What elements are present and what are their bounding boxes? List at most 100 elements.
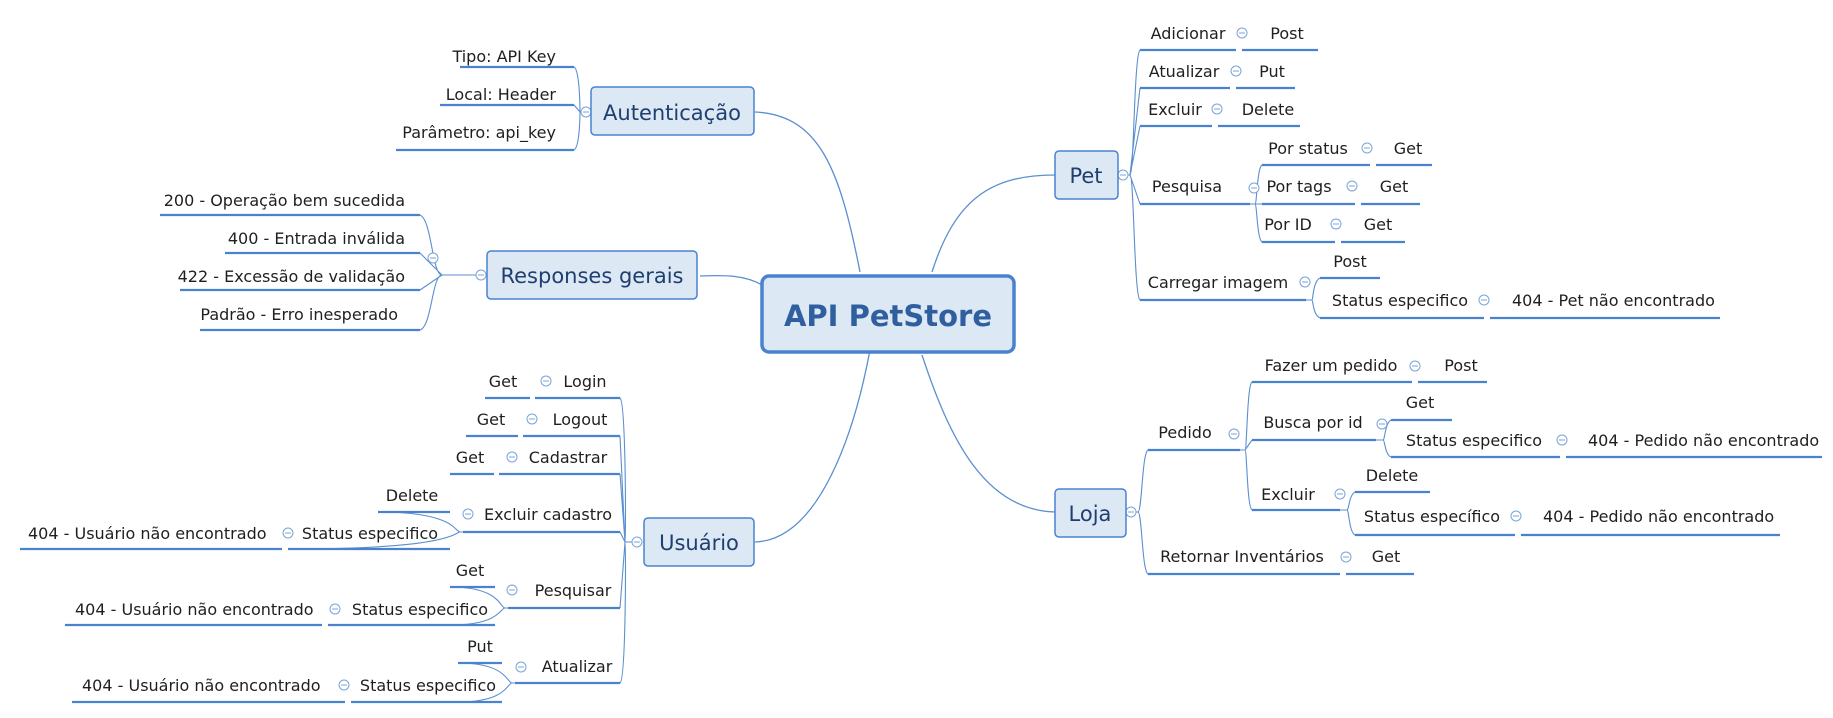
usuario-cadastrar-method: Get: [456, 448, 485, 467]
usuario-atualizar-status-label: Status especifico: [360, 676, 496, 695]
node-loja-label: Loja: [1069, 502, 1112, 526]
loja-busca-status-value: 404 - Pedido não encontrado: [1588, 431, 1819, 450]
loja-excluir-method: Delete: [1366, 466, 1419, 485]
pet-pesquisa-tags-label: Por tags: [1266, 177, 1331, 196]
pet-adicionar-method: Post: [1270, 24, 1303, 43]
collapse-icon[interactable]: [1346, 180, 1358, 192]
branch-loja: [921, 354, 1056, 513]
usuario-atualizar-status-value: 404 - Usuário não encontrado: [82, 676, 321, 695]
central-title: API PetStore: [784, 299, 992, 333]
loja-busca-status-label: Status especifico: [1406, 431, 1542, 450]
collapse-icon[interactable]: [1334, 488, 1346, 500]
branch-responses: [699, 274, 763, 286]
collapse-icon[interactable]: [506, 451, 518, 463]
collapse-icon[interactable]: [506, 584, 518, 596]
response-item-400: 400 - Entrada inválida: [228, 229, 405, 248]
loja-fazer-method: Post: [1444, 356, 1477, 375]
collapse-icon[interactable]: [462, 508, 474, 520]
usuario-pesquisar-method: Get: [456, 561, 485, 580]
node-pet-label: Pet: [1069, 164, 1102, 188]
collapse-icon[interactable]: [1299, 276, 1311, 288]
pet-pesquisa-label: Pesquisa: [1152, 177, 1222, 196]
collapse-icon[interactable]: [1117, 169, 1129, 181]
node-autenticacao[interactable]: Autenticação: [590, 86, 755, 136]
collapse-icon[interactable]: [1211, 103, 1223, 115]
response-item-200: 200 - Operação bem sucedida: [164, 191, 405, 210]
collapse-icon[interactable]: [580, 106, 592, 118]
usuario-pesquisar-status-label: Status especifico: [352, 600, 488, 619]
loja-excluir-label: Excluir: [1261, 485, 1315, 504]
collapse-icon[interactable]: [1248, 182, 1260, 194]
node-loja[interactable]: Loja: [1054, 488, 1127, 538]
pet-pesquisa-id-method: Get: [1364, 215, 1393, 234]
loja-busca-method: Get: [1406, 393, 1435, 412]
autenticacao-branch: Tipo: API Key Local: Header Parâmetro: a…: [396, 47, 755, 152]
collapse-icon[interactable]: [1125, 506, 1137, 518]
collapse-icon[interactable]: [1376, 418, 1388, 430]
autenticacao-item-tipo: Tipo: API Key: [451, 47, 556, 66]
collapse-icon[interactable]: [1409, 360, 1421, 372]
pet-carregar-status-label: Status especifico: [1332, 291, 1468, 310]
collapse-icon[interactable]: [1228, 428, 1240, 440]
collapse-icon[interactable]: [1361, 142, 1373, 154]
collapse-icon[interactable]: [1556, 434, 1568, 446]
pet-carregar-status-value: 404 - Pet não encontrado: [1512, 291, 1715, 310]
usuario-pesquisar-status-value: 404 - Usuário não encontrado: [75, 600, 314, 619]
loja-branch: Loja Pedido Fazer um pedido Post Busca p…: [1054, 356, 1822, 576]
usuario-logout-method: Get: [477, 410, 506, 429]
collapse-icon[interactable]: [631, 536, 643, 548]
loja-fazer-label: Fazer um pedido: [1265, 356, 1398, 375]
collapse-icon[interactable]: [1340, 551, 1352, 563]
pet-excluir-label: Excluir: [1148, 100, 1202, 119]
loja-inventarios-method: Get: [1372, 547, 1401, 566]
pet-branch: Pet Adicionar Post Atualizar Put Excluir…: [1054, 24, 1720, 320]
node-pet[interactable]: Pet: [1054, 150, 1119, 200]
usuario-excluir-method: Delete: [386, 486, 439, 505]
pet-pesquisa-status-label: Por status: [1268, 139, 1348, 158]
autenticacao-item-local: Local: Header: [446, 85, 557, 104]
collapse-icon[interactable]: [1510, 510, 1522, 522]
collapse-icon[interactable]: [526, 413, 538, 425]
collapse-icon[interactable]: [282, 527, 294, 539]
pet-atualizar-label: Atualizar: [1149, 62, 1220, 81]
pet-pesquisa-status-method: Get: [1394, 139, 1423, 158]
pet-excluir-method: Delete: [1242, 100, 1295, 119]
responses-branch: 200 - Operação bem sucedida 400 - Entrad…: [160, 191, 698, 332]
usuario-pesquisar-label: Pesquisar: [535, 581, 612, 600]
collapse-icon[interactable]: [515, 661, 527, 673]
collapse-icon[interactable]: [540, 375, 552, 387]
collapse-icon[interactable]: [1330, 218, 1342, 230]
collapse-icon[interactable]: [338, 679, 350, 691]
usuario-excluir-label: Excluir cadastro: [484, 505, 612, 524]
collapse-icon[interactable]: [1478, 294, 1490, 306]
node-responses-label: Responses gerais: [500, 264, 683, 288]
response-item-padrao: Padrão - Erro inesperado: [200, 305, 398, 324]
usuario-logout-label: Logout: [553, 410, 608, 429]
usuario-atualizar-method: Put: [467, 637, 493, 656]
node-usuario[interactable]: Usuário: [643, 517, 755, 567]
collapse-icon[interactable]: [1236, 27, 1248, 39]
usuario-cadastrar-label: Cadastrar: [529, 448, 608, 467]
responses-connector: [419, 214, 487, 331]
collapse-icon[interactable]: [427, 252, 439, 264]
pet-carregar-label: Carregar imagem: [1148, 273, 1288, 292]
pet-adicionar-label: Adicionar: [1151, 24, 1226, 43]
collapse-icon[interactable]: [475, 269, 487, 281]
pet-pesquisa-id-label: Por ID: [1264, 215, 1312, 234]
usuario-branch: Get Login Get Logout Get Cadastrar Delet…: [20, 372, 755, 704]
usuario-excluir-status-value: 404 - Usuário não encontrado: [28, 524, 267, 543]
collapse-icon[interactable]: [1230, 65, 1242, 77]
branch-usuario: [754, 349, 871, 543]
loja-excluir-status-label: Status específico: [1364, 507, 1500, 526]
pet-atualizar-method: Put: [1259, 62, 1285, 81]
node-usuario-label: Usuário: [659, 531, 739, 555]
node-responses[interactable]: Responses gerais: [486, 250, 698, 300]
usuario-login-method: Get: [489, 372, 518, 391]
pet-carregar-method: Post: [1333, 252, 1366, 271]
central-node[interactable]: API PetStore: [760, 274, 1016, 354]
loja-inventarios-label: Retornar Inventários: [1160, 547, 1324, 566]
usuario-excluir-status-label: Status especifico: [302, 524, 438, 543]
loja-pedido-label: Pedido: [1158, 423, 1211, 442]
collapse-icon[interactable]: [329, 603, 341, 615]
